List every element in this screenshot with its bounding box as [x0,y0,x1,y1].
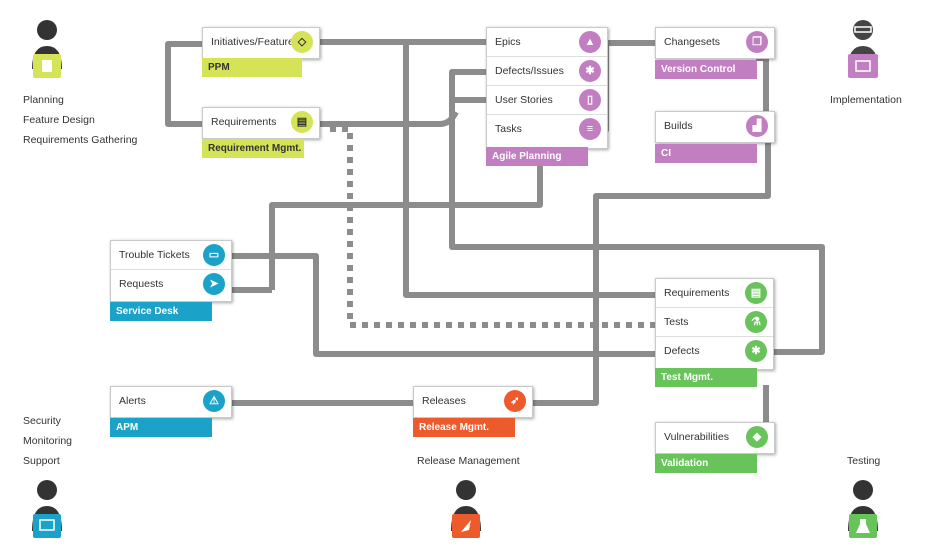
alerts-item[interactable]: Alerts ⚠ [111,387,231,415]
test-requirements-label: Requirements [664,287,730,299]
requirements-item[interactable]: Requirements ▤ [203,108,319,136]
planning-role-labels: Planning Feature Design Requirements Gat… [23,90,137,150]
alerts-label: Alerts [119,395,146,407]
initiatives-features-card[interactable]: Initiatives/Features ◇ [202,27,320,59]
factory-icon: ▟ [746,115,768,137]
requirements-gathering-label: Requirements Gathering [23,134,138,146]
validation-tag: Validation [655,454,757,473]
vulnerabilities-label: Vulnerabilities [664,431,729,443]
service-desk-tag: Service Desk [110,302,212,321]
flask-icon: ⚗ [745,311,767,333]
monitoring-label: Monitoring [23,435,73,447]
release-management-label: Release Management [417,455,520,467]
bug-icon: ✱ [745,340,767,362]
version-control-tag: Version Control [655,60,757,79]
feature-design-label: Feature Design [23,114,95,126]
rocket-icon: ➶ [504,390,526,412]
security-label: Security [23,415,61,427]
release-mgmt-tag: Release Mgmt. [413,418,515,437]
changesets-card[interactable]: Changesets ❐ [655,27,775,59]
warning-icon: ⚠ [203,390,225,412]
document-icon: ▤ [291,111,313,133]
tests-label: Tests [664,316,689,328]
changesets-item[interactable]: Changesets ❐ [656,28,774,56]
vulnerabilities-card[interactable]: Vulnerabilities ◆ [655,422,775,454]
test-defects-item[interactable]: Defects ✱ [656,337,773,365]
releases-label: Releases [422,395,466,407]
planner-avatar-icon [32,20,62,78]
builds-item[interactable]: Builds ▟ [656,112,774,140]
test-requirements-item[interactable]: Requirements ▤ [656,279,773,308]
testing-label: Testing [847,455,881,467]
shield-icon: ◆ [746,426,768,448]
tests-item[interactable]: Tests ⚗ [656,308,773,337]
mountain-icon: ▲ [579,31,601,53]
alerts-card[interactable]: Alerts ⚠ [110,386,232,418]
requirement-mgmt-tag: Requirement Mgmt. [202,139,304,158]
defects-issues-label: Defects/Issues [495,65,564,77]
apm-tag: APM [110,418,212,437]
ci-tag: CI [655,144,757,163]
phone-icon: ▯ [579,89,601,111]
tester-avatar-icon [848,480,878,538]
developer-avatar-icon [848,20,878,78]
document-icon: ▤ [745,282,767,304]
tasks-icon: ≡ [579,118,601,140]
release-manager-avatar-icon [451,480,481,538]
support-label: Support [23,455,60,467]
releases-item[interactable]: Releases ➶ [414,387,532,415]
security-role-labels: Security Monitoring Support [23,411,72,471]
tasks-item[interactable]: Tasks ≡ [487,115,607,143]
requirements-label: Requirements [211,116,277,128]
initiatives-features-label: Initiatives/Features [211,36,300,48]
implementation-label: Implementation [830,94,902,106]
ppm-tag: PPM [202,58,302,77]
planning-label: Planning [23,94,64,106]
changeset-icon: ❐ [746,31,768,53]
support-avatar-icon [32,480,62,538]
ticket-icon: ▭ [203,244,225,266]
requirements-card[interactable]: Requirements ▤ [202,107,320,139]
requests-label: Requests [119,278,164,290]
trouble-tickets-label: Trouble Tickets [119,249,190,261]
epics-item[interactable]: Epics ▲ [487,28,607,57]
test-mgmt-card[interactable]: Requirements ▤ Tests ⚗ Defects ✱ [655,278,774,370]
tasks-label: Tasks [495,123,522,135]
changesets-label: Changesets [664,36,721,48]
initiatives-features-item[interactable]: Initiatives/Features ◇ [203,28,319,56]
builds-card[interactable]: Builds ▟ [655,111,775,143]
epics-label: Epics [495,36,521,48]
user-stories-item[interactable]: User Stories ▯ [487,86,607,115]
builds-label: Builds [664,120,693,132]
releases-card[interactable]: Releases ➶ [413,386,533,418]
agile-planning-card[interactable]: Epics ▲ Defects/Issues ✱ User Stories ▯ Tas… [486,27,608,149]
test-defects-label: Defects [664,345,700,357]
diamond-icon: ◇ [291,31,313,53]
bug-icon: ✱ [579,60,601,82]
paper-plane-icon: ➤ [203,273,225,295]
test-mgmt-tag: Test Mgmt. [655,368,757,387]
service-desk-card[interactable]: Trouble Tickets ▭ Requests ➤ [110,240,232,302]
defects-issues-item[interactable]: Defects/Issues ✱ [487,57,607,86]
trouble-tickets-item[interactable]: Trouble Tickets ▭ [111,241,231,270]
requests-item[interactable]: Requests ➤ [111,270,231,298]
vulnerabilities-item[interactable]: Vulnerabilities ◆ [656,423,774,451]
agile-planning-tag: Agile Planning [486,147,588,166]
user-stories-label: User Stories [495,94,553,106]
